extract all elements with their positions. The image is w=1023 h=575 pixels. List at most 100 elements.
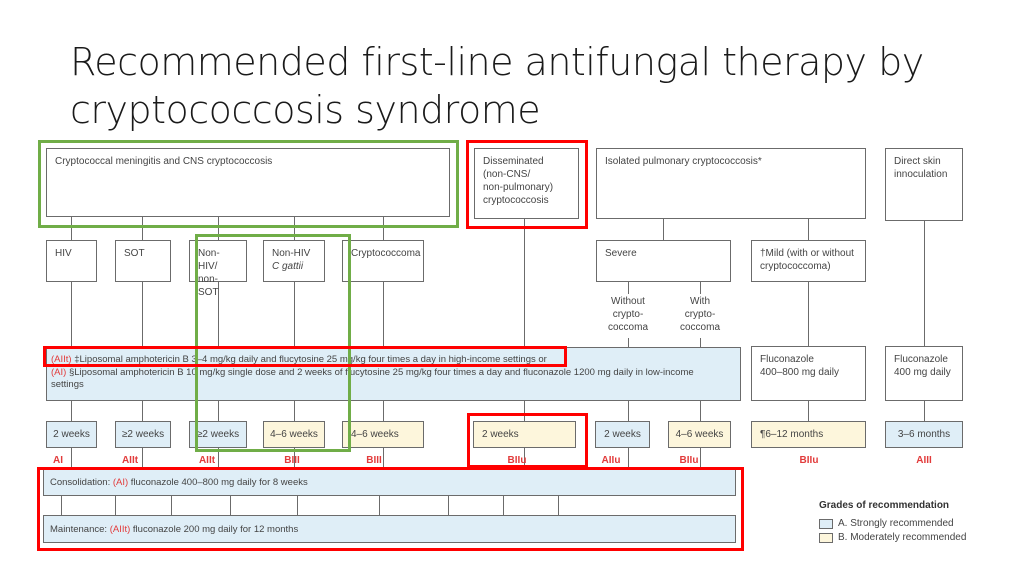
subgroup-cryptococcoma: Cryptococcoma <box>342 240 424 282</box>
skin-line-1: Direct skin <box>894 156 941 167</box>
duration-label: 4–6 weeks <box>675 429 724 440</box>
duration-label: 4–6 weeks <box>351 429 399 440</box>
connector <box>142 282 144 347</box>
connector <box>663 219 665 240</box>
duration-label: ¶6–12 months <box>760 429 824 440</box>
connector <box>142 448 144 469</box>
connector <box>218 282 220 347</box>
induction-text-3: settings <box>51 379 84 390</box>
connector <box>524 219 526 347</box>
subgroup-nonhiv-gattii: Non-HIV C gattii <box>263 240 325 282</box>
highlight-green-cns <box>38 140 459 228</box>
connector <box>383 217 385 240</box>
connector <box>700 282 702 294</box>
label-without-cryptococcoma: Without crypto- coccoma <box>602 295 654 334</box>
connector <box>700 401 702 421</box>
maintenance-text: fluconazole 200 mg daily for 12 months <box>130 524 299 535</box>
duration-label: 4–6 weeks <box>270 429 318 440</box>
legend-label-b: B. Moderately recommended <box>838 532 967 543</box>
subgroup-severe-label: Severe <box>605 248 637 259</box>
connector <box>558 496 560 515</box>
highlight-green-nonhiv <box>195 234 351 452</box>
duration-box: 2 weeks <box>46 421 97 448</box>
highlight-red-consolidation-maintenance <box>37 467 744 551</box>
connector <box>230 496 232 515</box>
subgroup-hiv-label: HIV <box>55 248 72 259</box>
highlight-red-disseminated-duration <box>467 413 588 468</box>
legend-swatch-blue <box>819 518 833 529</box>
mild-line-2: cryptococcoma) <box>760 261 831 272</box>
grade-label: BIII <box>366 455 382 466</box>
connector <box>71 217 73 240</box>
connector <box>115 496 117 515</box>
connector <box>294 401 296 421</box>
connector <box>628 448 630 469</box>
consolidation-grade: (AI) <box>112 477 129 488</box>
duration-label: ≥2 weeks <box>121 429 165 440</box>
fluconazole-skin-box: Fluconazole 400 mg daily <box>885 346 963 401</box>
mild-line-1: †Mild (with or without <box>760 248 854 259</box>
connector <box>71 448 73 469</box>
duration-box: 4–6 weeks <box>668 421 731 448</box>
connector <box>383 282 385 347</box>
label-with-cryptococcoma: With crypto- coccoma <box>674 295 726 334</box>
connector <box>71 401 73 421</box>
duration-box: 4–6 weeks <box>342 421 424 448</box>
subgroup-cryptococcoma-label: Cryptococcoma <box>351 248 421 259</box>
syndrome-pulmonary-label: Isolated pulmonary cryptococcosis* <box>605 156 762 167</box>
nonhiv-gattii-line-1: Non-HIV <box>272 248 311 259</box>
skin-line-2: innoculation <box>894 169 948 180</box>
syndrome-cns: Cryptococcal meningitis and CNS cryptoco… <box>46 148 450 217</box>
connector <box>524 401 526 421</box>
syndrome-pulmonary: Isolated pulmonary cryptococcosis* <box>596 148 866 219</box>
without-line-3: coccoma <box>607 322 648 333</box>
connector <box>294 282 296 347</box>
disseminated-line-1: Disseminated <box>483 156 544 167</box>
connector <box>294 217 296 240</box>
connector <box>379 496 381 515</box>
connector <box>61 496 63 515</box>
maintenance-grade: (AIIt) <box>109 524 131 535</box>
duration-label: 3–6 months <box>897 429 951 440</box>
without-line-1: Without <box>611 296 645 307</box>
legend-title: Grades of recommendation <box>819 500 950 511</box>
connector <box>628 282 630 294</box>
with-line-1: With <box>690 296 710 307</box>
connector <box>924 401 926 421</box>
connector <box>383 448 385 469</box>
subgroup-nonhiv-nonsot: Non-HIV/ non-SOT <box>189 240 247 298</box>
connector <box>808 219 810 240</box>
maintenance-prefix: Maintenance: <box>50 524 110 535</box>
subgroup-sot: SOT <box>115 240 171 282</box>
fluconazole-skin-line-2: 400 mg daily <box>894 367 951 378</box>
connector <box>142 401 144 421</box>
consolidation-prefix: Consolidation: <box>50 477 113 488</box>
duration-box: 3–6 months <box>885 421 963 448</box>
grade-label: BIIu <box>679 455 699 466</box>
grade-label: AIIu <box>601 455 621 466</box>
legend-item-a: A. Strongly recommended <box>819 518 954 529</box>
maintenance-box: Maintenance: (AIIt) fluconazole 200 mg d… <box>43 515 736 543</box>
duration-label: ≥2 weeks <box>196 429 240 440</box>
induction-line-1: (AIIt) ‡Liposomal amphotericin B 3–4 mg/… <box>51 354 736 367</box>
connector <box>218 448 220 469</box>
disseminated-line-2: (non-CNS/ <box>483 169 531 180</box>
grade-label: AI <box>53 455 63 466</box>
grade-label: AIIt <box>121 455 139 466</box>
subgroup-severe: Severe <box>596 240 731 282</box>
connector <box>924 221 926 346</box>
connector <box>628 401 630 421</box>
fluconazole-skin-line-1: Fluconazole <box>894 354 948 365</box>
connector <box>700 448 702 469</box>
title-line-1: Recommended first-line antifungal therap… <box>70 40 924 84</box>
duration-box: 2 weeks <box>473 421 576 448</box>
duration-box: ¶6–12 months <box>751 421 866 448</box>
fluconazole-mild-line-1: Fluconazole <box>760 354 814 365</box>
induction-text-1: ‡Liposomal amphotericin B 3–4 mg/kg dail… <box>71 354 547 365</box>
highlight-red-induction-line <box>43 346 567 367</box>
induction-grade-2: (AI) <box>51 366 67 378</box>
syndrome-cns-label: Cryptococcal meningitis and CNS cryptoco… <box>55 156 273 167</box>
connector <box>142 217 144 240</box>
duration-label: 2 weeks <box>53 429 90 440</box>
with-line-2: crypto- <box>684 309 716 320</box>
